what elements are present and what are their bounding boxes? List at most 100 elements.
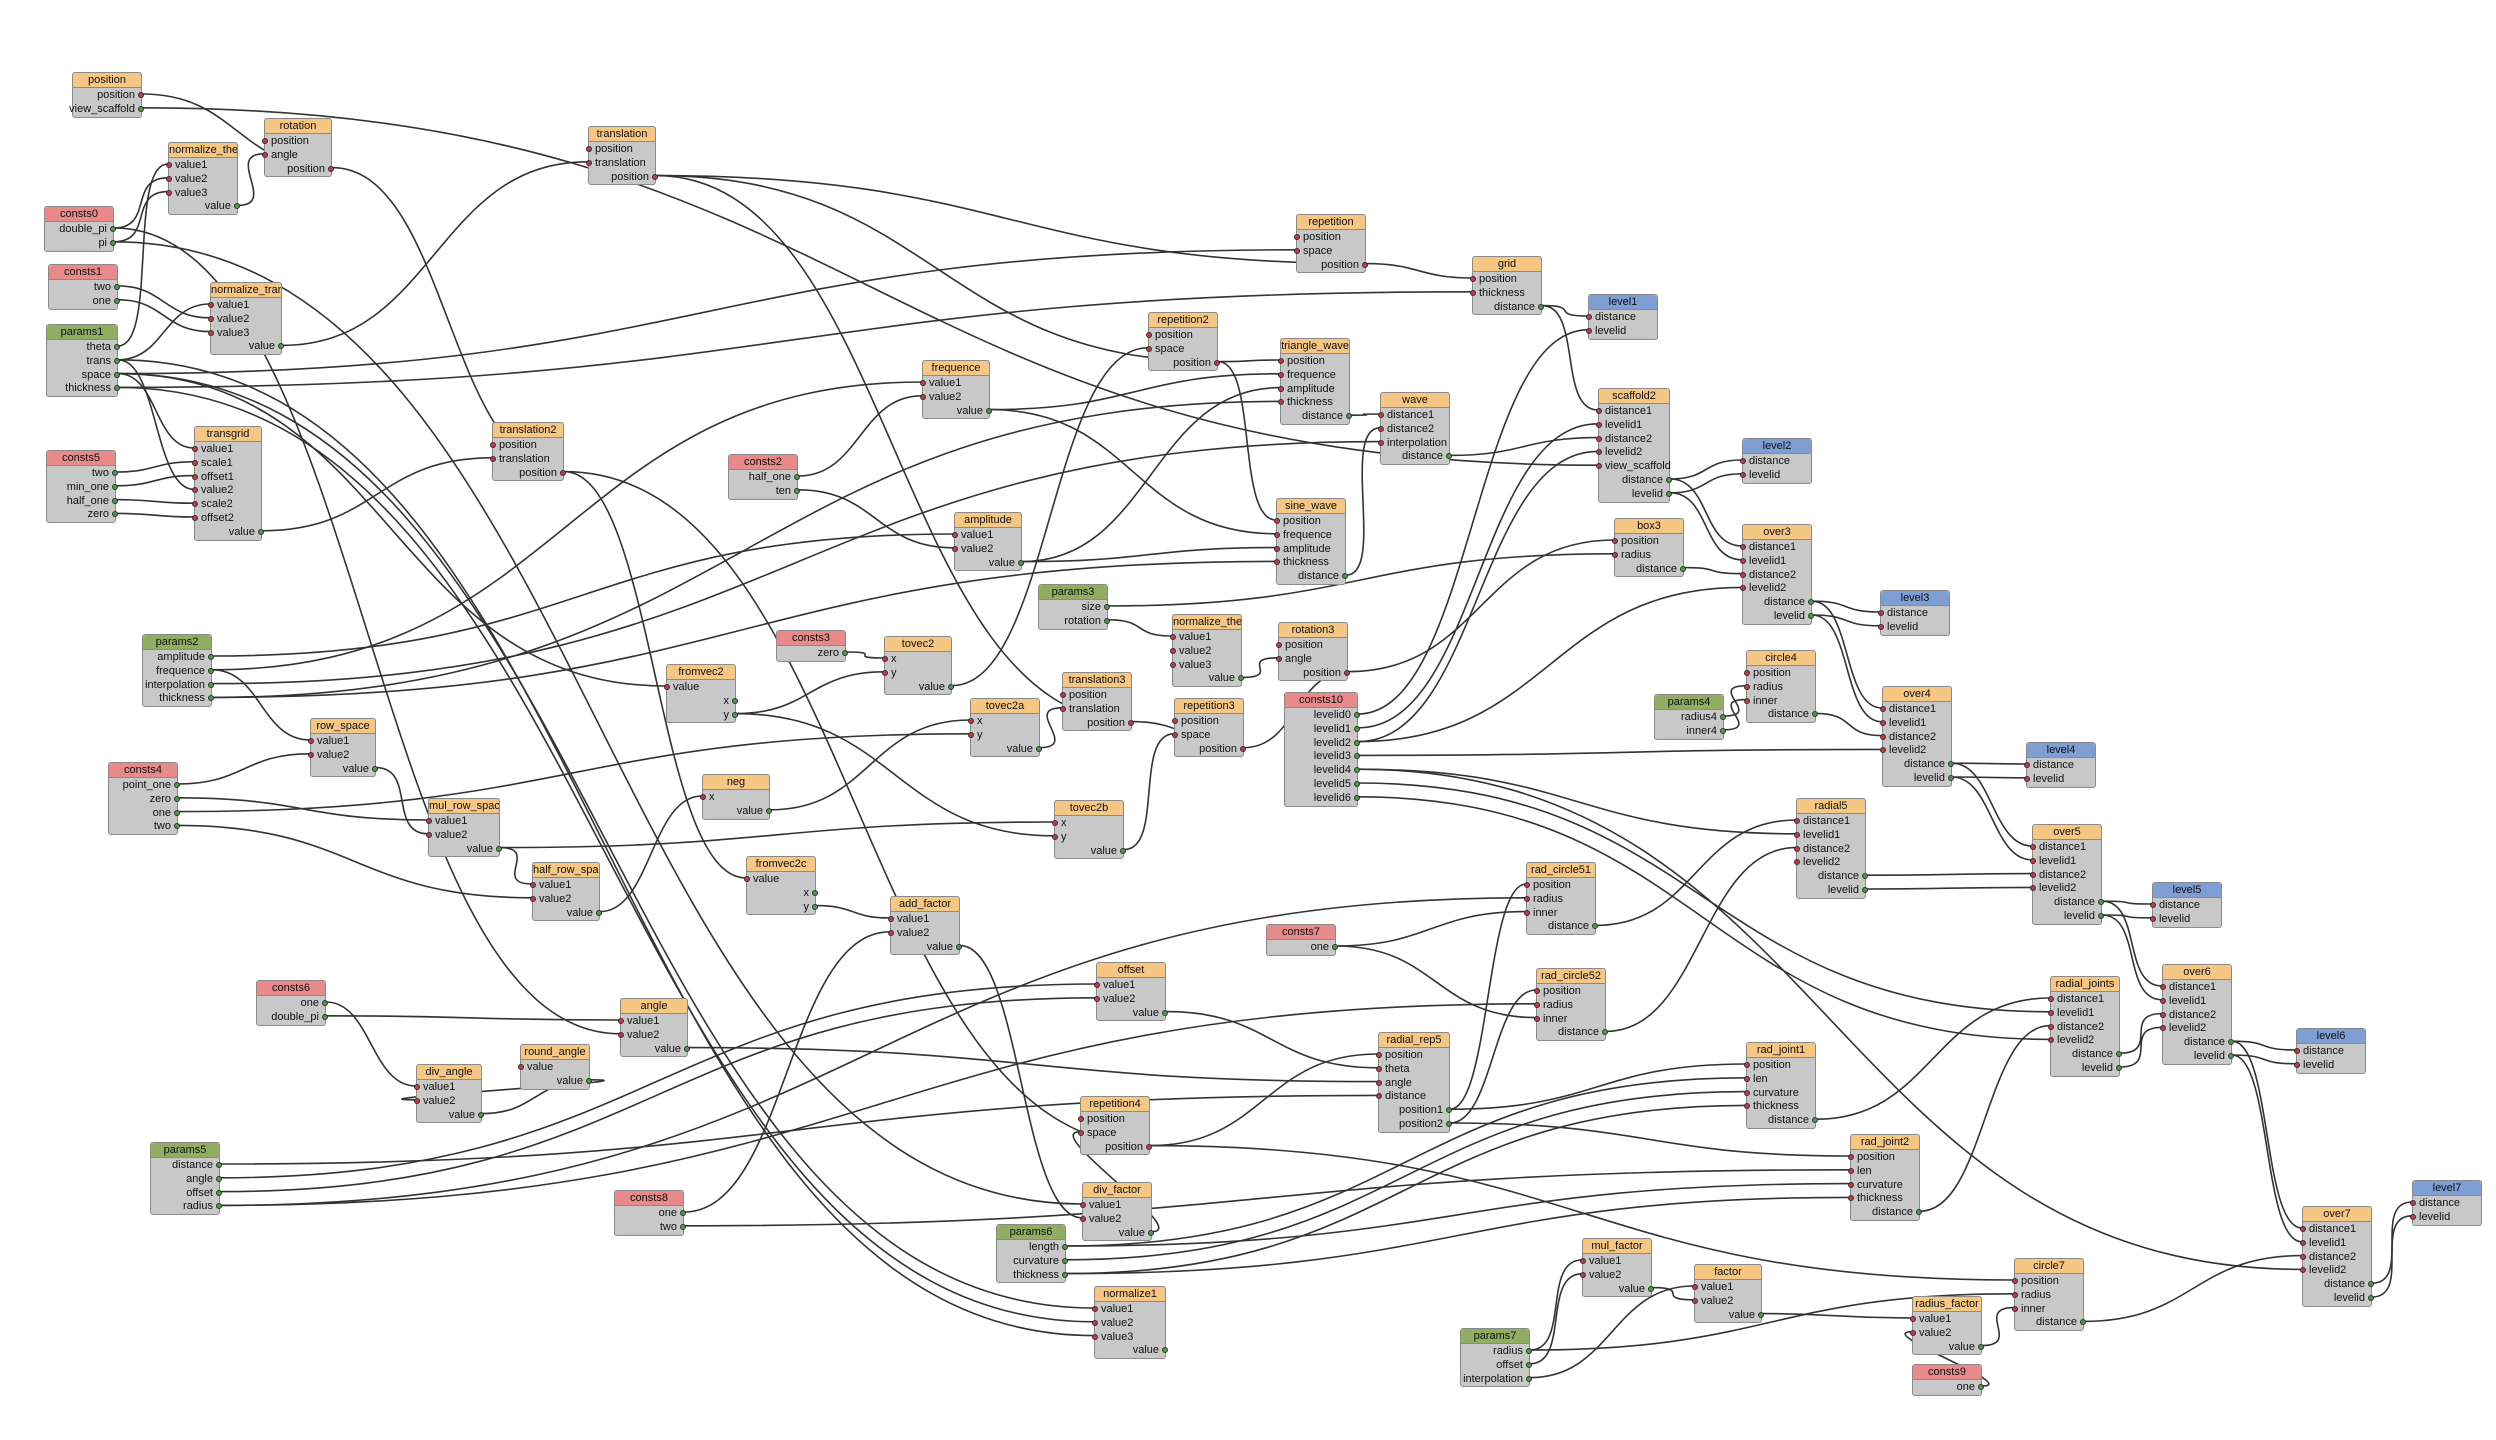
output-socket[interactable] <box>112 483 118 490</box>
output-socket[interactable] <box>322 1000 328 1006</box>
input-socket[interactable] <box>2012 1291 2018 1298</box>
output-socket[interactable] <box>1526 1348 1532 1354</box>
output-socket[interactable] <box>216 1189 222 1196</box>
node-title[interactable]: params4 <box>1655 695 1723 710</box>
input-socket[interactable] <box>2030 871 2036 878</box>
output-socket[interactable] <box>1978 1343 1984 1350</box>
output-socket[interactable] <box>766 807 772 814</box>
input-socket[interactable] <box>1274 518 1280 524</box>
input-socket[interactable] <box>192 515 198 521</box>
input-socket[interactable] <box>1744 697 1750 704</box>
input-socket[interactable] <box>1274 545 1280 552</box>
node-title[interactable]: angle <box>621 999 687 1014</box>
input-socket[interactable] <box>1596 435 1602 442</box>
output-socket[interactable] <box>1362 261 1368 268</box>
output-socket[interactable] <box>812 889 818 896</box>
output-socket[interactable] <box>1104 604 1110 610</box>
output-socket[interactable] <box>1812 711 1818 718</box>
node-title[interactable]: level2 <box>1743 439 1811 454</box>
input-socket[interactable] <box>1740 557 1746 564</box>
node-title[interactable]: offset <box>1097 963 1165 978</box>
input-socket[interactable] <box>1880 719 1886 726</box>
input-socket[interactable] <box>2024 762 2030 768</box>
output-socket[interactable] <box>680 1223 686 1230</box>
output-socket[interactable] <box>986 407 992 414</box>
input-socket[interactable] <box>208 302 214 308</box>
input-socket[interactable] <box>1060 705 1066 712</box>
output-socket[interactable] <box>110 239 116 246</box>
output-socket[interactable] <box>216 1203 222 1210</box>
node-title[interactable]: sine_wave <box>1277 499 1345 514</box>
input-socket[interactable] <box>518 1064 524 1070</box>
input-socket[interactable] <box>1848 1154 1854 1160</box>
input-socket[interactable] <box>1910 1316 1916 1322</box>
node-title[interactable]: over5 <box>2033 825 2101 840</box>
output-socket[interactable] <box>1720 727 1726 734</box>
node-title[interactable]: consts6 <box>257 981 325 996</box>
node-title[interactable]: over3 <box>1743 525 1811 540</box>
input-socket[interactable] <box>968 718 974 724</box>
input-socket[interactable] <box>1534 1015 1540 1022</box>
output-socket[interactable] <box>2116 1065 2122 1071</box>
input-socket[interactable] <box>1278 385 1284 392</box>
input-socket[interactable] <box>490 442 496 448</box>
input-socket[interactable] <box>2294 1048 2300 1054</box>
node-title[interactable]: consts0 <box>45 207 113 222</box>
input-socket[interactable] <box>1744 683 1750 690</box>
output-socket[interactable] <box>1666 477 1672 483</box>
input-socket[interactable] <box>1612 551 1618 558</box>
output-socket[interactable] <box>1128 719 1134 726</box>
output-socket[interactable] <box>1036 745 1042 752</box>
input-socket[interactable] <box>490 455 496 462</box>
node-title[interactable]: half_row_space <box>533 863 599 878</box>
output-socket[interactable] <box>1344 669 1350 676</box>
output-socket[interactable] <box>114 297 120 304</box>
input-socket[interactable] <box>1848 1167 1854 1174</box>
input-socket[interactable] <box>1146 345 1152 352</box>
node-title[interactable]: fromvec2 <box>667 665 735 680</box>
output-socket[interactable] <box>732 697 738 704</box>
output-socket[interactable] <box>372 765 378 772</box>
input-socket[interactable] <box>1740 571 1746 578</box>
input-socket[interactable] <box>1470 276 1476 282</box>
output-socket[interactable] <box>1346 413 1352 420</box>
input-socket[interactable] <box>2012 1278 2018 1284</box>
input-socket[interactable] <box>308 738 314 744</box>
input-socket[interactable] <box>2030 844 2036 850</box>
input-socket[interactable] <box>1274 559 1280 566</box>
node-title[interactable]: grid <box>1473 257 1541 272</box>
input-socket[interactable] <box>2030 857 2036 864</box>
input-socket[interactable] <box>744 876 750 882</box>
output-socket[interactable] <box>2228 1053 2234 1059</box>
output-socket[interactable] <box>1238 675 1244 682</box>
output-socket[interactable] <box>114 357 120 364</box>
output-socket[interactable] <box>1354 781 1360 787</box>
input-socket[interactable] <box>530 895 536 902</box>
node-title[interactable]: amplitude <box>955 513 1021 528</box>
input-socket[interactable] <box>618 1018 624 1024</box>
input-socket[interactable] <box>414 1097 420 1104</box>
node-title[interactable]: row_space <box>311 719 375 734</box>
node-title[interactable]: level1 <box>1589 295 1657 310</box>
node-title[interactable]: rad_circle52 <box>1537 969 1605 984</box>
input-socket[interactable] <box>1376 1093 1382 1100</box>
input-socket[interactable] <box>1586 327 1592 334</box>
